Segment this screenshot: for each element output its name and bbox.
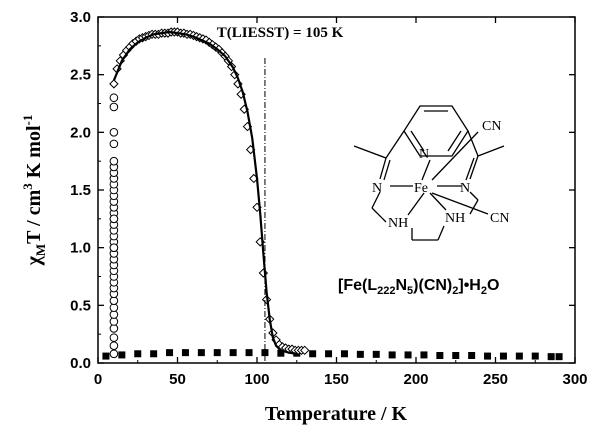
x-tick-label: 0 xyxy=(94,371,102,388)
y-tick-label: 0.5 xyxy=(70,297,91,314)
data-point-square xyxy=(340,350,348,358)
data-point-square xyxy=(102,352,110,360)
data-point-square xyxy=(452,352,460,360)
data-point-circle xyxy=(109,102,119,112)
data-point-circle xyxy=(109,214,119,224)
data-point-circle xyxy=(109,93,119,103)
bond-r1 xyxy=(467,130,479,157)
bridge-5 xyxy=(437,225,445,241)
plot-frame xyxy=(97,16,576,364)
bond-fe-nh-right xyxy=(429,192,447,211)
atom-nh-right: NH xyxy=(445,211,465,226)
bridge-1 xyxy=(371,191,381,209)
bond-r2 xyxy=(477,145,505,157)
x-tick-label: 100 xyxy=(244,371,269,388)
data-point-square xyxy=(372,350,380,358)
x-tick-label: 250 xyxy=(483,371,508,388)
bond-fe-cn-bottom xyxy=(431,192,489,215)
bond-l3b xyxy=(383,159,391,181)
data-point-circle xyxy=(109,333,119,342)
data-point-circle xyxy=(109,349,119,359)
data-point-square xyxy=(499,352,507,360)
bond-l1 xyxy=(385,130,405,159)
atom-n-left: N xyxy=(372,181,382,196)
y-tick-label: 3.0 xyxy=(70,9,91,26)
bond-l3 xyxy=(379,157,387,180)
atom-n-right: N xyxy=(460,181,470,196)
data-point-square xyxy=(555,353,563,361)
atom-cn-bottom: CN xyxy=(490,211,509,226)
pyridine-ring xyxy=(403,105,469,157)
molecule-structure xyxy=(353,105,505,241)
atom-cn-top: CN xyxy=(482,119,501,134)
y-tick-label: 1.0 xyxy=(70,240,91,257)
x-tick-label: 300 xyxy=(562,371,587,388)
bond-r3 xyxy=(469,155,479,180)
y-tick-label: 2.0 xyxy=(70,124,91,141)
y-tick-label: 2.5 xyxy=(70,67,91,84)
tliesst-label: T(LIESST) = 105 K xyxy=(217,25,344,41)
data-point-square xyxy=(166,349,174,357)
axis-ticks: 0 50 100 150 200 250 300 0.0 0.5 1.0 1.5 2.0 2.5 3.0 xyxy=(70,9,587,388)
data-point-circle xyxy=(109,128,119,137)
data-point-diamond xyxy=(109,79,119,89)
data-point-square xyxy=(468,352,476,360)
data-point-square xyxy=(134,350,142,358)
data-point-circle xyxy=(109,243,119,252)
x-axis-title: Temperature / K xyxy=(265,403,408,425)
data-point-circle xyxy=(109,156,119,166)
bridge-2 xyxy=(371,207,387,223)
data-marks xyxy=(102,27,563,361)
y-axis-title: χMT / cm3 K mol-1 xyxy=(20,115,48,267)
data-point-square xyxy=(420,351,428,359)
molecule-labels: N Fe N N NH NH CN CN xyxy=(372,119,509,231)
atom-fe: Fe xyxy=(414,181,428,196)
data-point-square xyxy=(309,350,317,358)
data-point-diamond xyxy=(299,345,310,356)
data-point-circle xyxy=(109,139,119,149)
atom-nh-left: NH xyxy=(388,216,408,231)
data-point-square xyxy=(531,352,539,360)
data-point-square xyxy=(277,349,285,357)
x-tick-label: 50 xyxy=(169,371,186,388)
data-point-square xyxy=(356,350,364,358)
data-point-square xyxy=(181,349,189,357)
bond-fe-nh-left xyxy=(407,192,425,216)
data-point-circle xyxy=(109,341,119,351)
compound-formula: [Fe(L222N5)(CN)2]•H2O xyxy=(338,277,499,297)
data-point-square xyxy=(150,350,158,358)
bond-fe-npy xyxy=(421,159,431,181)
bond-l2 xyxy=(353,145,387,159)
data-point-square xyxy=(213,349,221,357)
y-tick-label: 1.5 xyxy=(70,182,91,199)
x-tick-label: 150 xyxy=(324,371,349,388)
data-point-square xyxy=(197,349,205,357)
data-point-square xyxy=(515,352,523,360)
data-point-square xyxy=(484,352,492,360)
bridge-7 xyxy=(469,191,479,201)
bond-r3b xyxy=(465,157,475,181)
data-point-square xyxy=(325,350,333,358)
data-point-square xyxy=(547,353,555,361)
data-point-square xyxy=(118,351,126,359)
y-tick-label: 0.0 xyxy=(70,355,91,372)
bridge-6 xyxy=(469,199,479,215)
data-point-square xyxy=(436,352,444,360)
data-point-square xyxy=(404,351,412,359)
ring-double-2 xyxy=(447,130,462,152)
atom-n-pyridine: N xyxy=(419,147,429,162)
x-tick-label: 200 xyxy=(403,371,428,388)
data-point-square xyxy=(245,349,253,357)
ring-double-3 xyxy=(410,130,425,152)
fit-line xyxy=(112,30,297,355)
data-point-square xyxy=(229,349,237,357)
data-point-square xyxy=(388,351,396,359)
bond-fe-cn-top xyxy=(431,131,479,181)
